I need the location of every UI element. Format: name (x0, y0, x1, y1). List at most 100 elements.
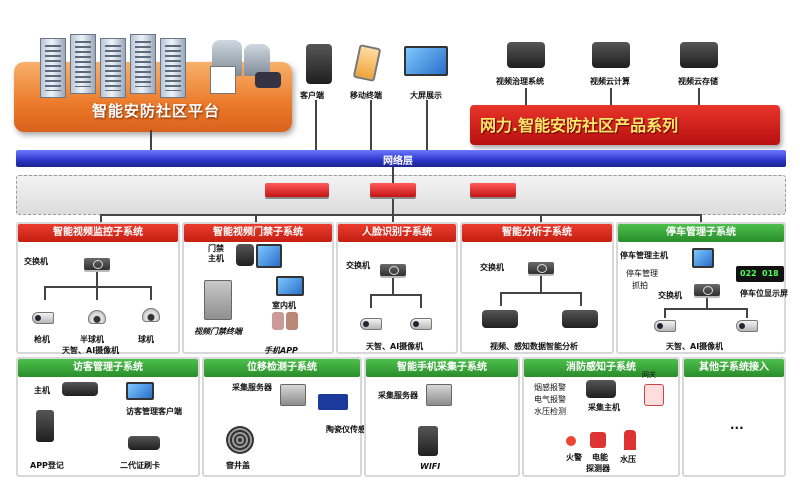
collection-server-icon (280, 384, 306, 406)
visitor-client-icon (126, 382, 154, 400)
other-dots: ... (730, 418, 744, 432)
switch-icon (528, 262, 554, 274)
core-module (265, 183, 329, 197)
switch-label: 交换机 (24, 257, 48, 266)
detect-subsystem-box (202, 357, 362, 477)
door-subsystem-title: 智能视频门禁子系统 (184, 224, 332, 242)
power-label: 电能 (592, 453, 608, 462)
network-layer-label: 网络层 (383, 156, 413, 167)
detect-well-label: 窨井盖 (226, 461, 250, 470)
phone-icon (418, 426, 438, 456)
cloud-service-icon (507, 42, 545, 68)
parking-item-label: 停车管理 (626, 269, 658, 278)
switch-label: 交换机 (658, 291, 682, 300)
top-device-label: 大屏展示 (410, 91, 442, 100)
phone-subsystem-title: 智能手机采集子系统 (366, 359, 518, 377)
visitor-client-label: 访客管理客户端 (126, 407, 182, 416)
fire-subsystem-box (522, 357, 680, 477)
camera-label: 天智、AI摄像机 (366, 342, 424, 351)
server-rack-icon (100, 38, 126, 98)
card-reader-icon (128, 436, 160, 450)
ai-camera-icon (654, 320, 676, 332)
ai-camera-icon (736, 320, 758, 332)
switch-label: 交换机 (480, 263, 504, 272)
phone-server-label: 采集服务器 (378, 391, 418, 400)
cloud-service-label: 视频云计算 (590, 77, 630, 86)
analysis-server-icon (482, 310, 518, 328)
other-subsystem-title: 其他子系统接入 (684, 359, 784, 377)
parking-subsystem-title: 停车管理子系统 (618, 224, 784, 242)
car-icon (255, 72, 281, 88)
camera-label: 枪机 (34, 335, 50, 344)
switch-icon (84, 258, 110, 270)
other-subsystem-box (682, 357, 786, 477)
parking-item-label: 抓拍 (632, 281, 648, 290)
sprinkler-label: 探测器 (586, 464, 610, 473)
sensor-icon (318, 394, 348, 410)
camera-label: 天智、AI摄像机 (666, 342, 724, 351)
visitor-subsystem-title: 访客管理子系统 (18, 359, 198, 377)
camera-label: 天智、AI摄像机 (62, 346, 120, 355)
ai-camera-icon (410, 318, 432, 330)
core-module (470, 183, 516, 197)
fire-host-label: 采集主机 (588, 403, 620, 412)
door-terminal-label: 视频门禁终端 (194, 327, 242, 336)
detect-sensor-label: 陶瓷仪传感器 (326, 425, 374, 434)
fire-gateway-label: 网关 (642, 371, 656, 379)
face-photo-icon (286, 312, 298, 330)
database-icon (244, 44, 270, 76)
ai-camera-icon (360, 318, 382, 330)
bullet-camera-icon (32, 312, 54, 324)
server-rack-icon (160, 38, 186, 98)
cloud-service-icon (680, 42, 718, 68)
cloud-service-label: 视频云存储 (678, 77, 718, 86)
parking-host-label: 停车管理主机 (620, 251, 668, 260)
cloud-service-label: 视频治理系统 (496, 77, 544, 86)
analysis-subsystem-box (460, 222, 614, 354)
manhole-cover-icon (226, 426, 254, 454)
server-rack-icon (40, 38, 66, 98)
video-subsystem-box (16, 222, 180, 354)
server-rack-icon (130, 34, 156, 94)
phone-subsystem-box (364, 357, 520, 477)
parking-host-icon (692, 248, 714, 268)
mobile-terminal-icon (352, 44, 382, 82)
visitor-app-label: APP登记 (30, 461, 64, 470)
analysis-subsystem-title: 智能分析子系统 (462, 224, 612, 242)
analysis-server-icon (562, 310, 598, 328)
phone-app-label: 手机APP (264, 346, 298, 355)
phone-wifi-label: WIFI (420, 462, 441, 471)
core-module (370, 183, 416, 197)
visitor-host-icon (62, 382, 98, 396)
detect-subsystem-title: 位移检测子系统 (204, 359, 360, 377)
power-icon (590, 432, 606, 448)
visitor-host-label: 主机 (34, 386, 50, 395)
fire-alarm-label: 烟感报警 (534, 383, 566, 392)
platform-title: 智能安防社区平台 (92, 102, 221, 120)
face-subsystem-title: 人脸识别子系统 (338, 224, 456, 242)
door-host-icon (236, 244, 254, 266)
phone-icon (36, 410, 54, 442)
parking-count: 018 (762, 269, 779, 278)
dome-camera-icon (88, 310, 106, 324)
switch-icon (380, 264, 406, 276)
hydrant-icon (624, 430, 636, 450)
collection-host-icon (586, 380, 616, 398)
water-label: 水压 (620, 455, 636, 464)
network-layer-bar (16, 150, 786, 167)
top-device-label: 移动终端 (350, 91, 382, 100)
visitor-card-label: 二代证刷卡 (120, 461, 160, 470)
analysis-label: 视频、感知数据智能分析 (490, 342, 578, 351)
door-host-label: 门禁 主机 (208, 244, 224, 263)
fire-icon (566, 436, 576, 446)
top-device-label: 客户端 (300, 91, 324, 100)
fire-alarm-label: 水压检测 (534, 407, 566, 416)
product-series-banner (470, 105, 780, 145)
face-subsystem-box (336, 222, 458, 354)
product-series-title: 网力.智能安防社区产品系列 (480, 116, 679, 135)
indoor-unit-label: 室内机 (272, 301, 296, 310)
camera-label: 球机 (138, 335, 154, 344)
collection-server-icon (426, 384, 452, 406)
switch-label: 交换机 (346, 261, 370, 270)
client-pc-icon (306, 44, 332, 84)
